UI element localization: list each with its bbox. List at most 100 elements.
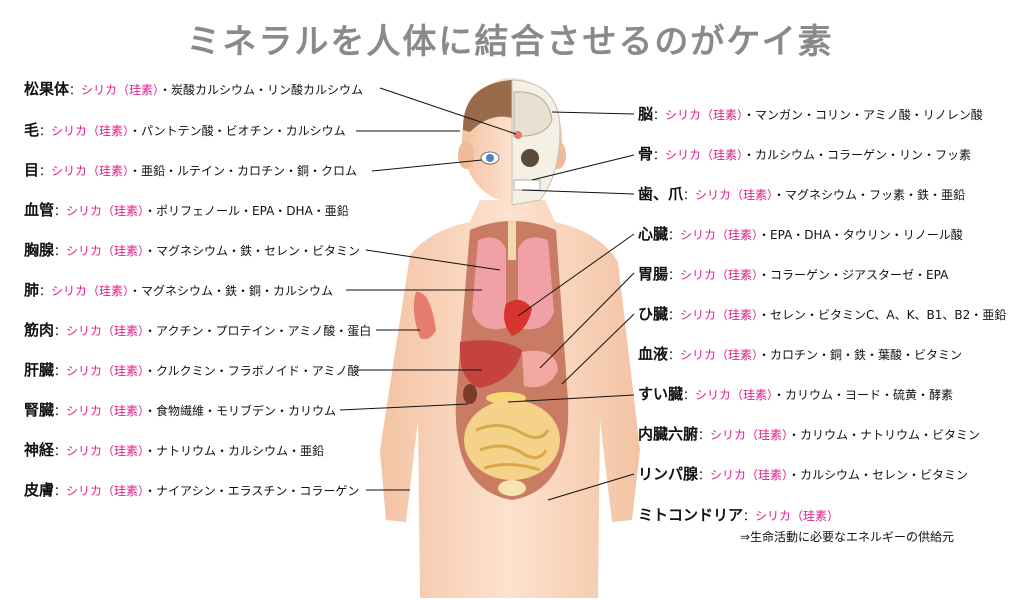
silica-label: シリカ（珪素） [66, 364, 145, 378]
intestines [464, 400, 560, 480]
minerals-list: ・ナイアシン・エラスチン・コラーゲン [144, 484, 360, 498]
organ-name: すい臓 [638, 385, 684, 403]
silica-label: シリカ（珪素） [665, 148, 744, 162]
separator: ： [54, 444, 67, 458]
left-item-blood-vessel: 血管：シリカ（珪素）・ポリフェノール・EPA・DHA・亜鉛 [24, 201, 349, 220]
right-item-heart: 心臓：シリカ（珪素）・EPA・DHA・タウリン・リノール酸 [638, 225, 963, 244]
pineal-gland [514, 131, 522, 139]
organ-name: 内臓六腑 [638, 425, 699, 443]
right-item-mitochondria: ミトコンドリア：シリカ（珪素） [638, 506, 839, 525]
left-item-hair: 毛：シリカ（珪素）・パントテン酸・ビオチン・カルシウム [24, 121, 346, 140]
minerals-list: ・カリウム・ナトリウム・ビタミン [788, 428, 981, 442]
right-item-pancreas: すい臓：シリカ（珪素）・カリウム・ヨード・硫黄・酵素 [638, 385, 953, 404]
separator: ： [39, 284, 52, 298]
organ-name: 皮膚 [24, 481, 55, 499]
right-item-brain: 脳：シリカ（珪素）・マンガン・コリン・アミノ酸・リノレン酸 [638, 105, 983, 124]
minerals-list: ・マンガン・コリン・アミノ酸・リノレン酸 [743, 108, 983, 122]
mitochondria-note: ⇒生命活動に必要なエネルギーの供給元 [740, 530, 955, 544]
organ-name: 心臓 [638, 225, 669, 243]
liver [459, 340, 522, 388]
silica-label: シリカ（珪素） [66, 484, 145, 498]
left-item-lung: 肺：シリカ（珪素）・マグネシウム・鉄・銅・カルシウム [24, 281, 333, 300]
leader-lines [339, 87, 635, 501]
minerals-list: ・セレン・ビタミンC、A、K、B1、B2・亜鉛 [758, 308, 1007, 322]
separator: ： [698, 428, 711, 442]
separator: ： [668, 308, 681, 322]
left-item-thymus: 胸腺：シリカ（珪素）・マグネシウム・鉄・セレン・ビタミン [24, 241, 360, 260]
separator: ： [683, 188, 696, 202]
left-item-skin: 皮膚：シリカ（珪素）・ナイアシン・エラスチン・コラーゲン [24, 481, 359, 500]
silica-label: シリカ（珪素） [51, 124, 130, 138]
minerals-list: ・クルクミン・フラボノイド・アミノ酸 [144, 364, 360, 378]
organ-name: 腎臓 [24, 401, 55, 419]
silica-label: シリカ（珪素） [66, 204, 145, 218]
silica-label: シリカ（珪素） [695, 388, 774, 402]
separator: ： [39, 124, 52, 138]
minerals-list: ・カルシウム・セレン・ビタミン [788, 468, 969, 482]
minerals-list: ・EPA・DHA・タウリン・リノール酸 [758, 228, 963, 242]
minerals-list: ・ポリフェノール・EPA・DHA・亜鉛 [144, 204, 349, 218]
hair [462, 80, 512, 132]
right-item-teeth-nails: 歯、爪：シリカ（珪素）・マグネシウム・フッ素・鉄・亜鉛 [638, 185, 965, 204]
separator: ： [743, 509, 756, 523]
silica-label: シリカ（珪素） [680, 228, 759, 242]
left-item-muscle: 筋肉：シリカ（珪素）・アクチン・プロテイン・アミノ酸・蛋白 [24, 321, 371, 340]
organ-name: 松果体 [24, 80, 70, 98]
organ-name: 胃腸 [638, 265, 669, 283]
silica-label: シリカ（珪素） [755, 509, 840, 523]
arm-muscle [413, 291, 436, 339]
silica-label: シリカ（珪素） [81, 83, 160, 97]
minerals-list: ・亜鉛・ルテイン・カロチン・銅・クロム [129, 164, 358, 178]
organ-name: リンパ腺 [638, 465, 699, 483]
minerals-list: ・カロチン・銅・鉄・葉酸・ビタミン [758, 348, 963, 362]
left-item-nerve: 神経：シリカ（珪素）・ナトリウム・カルシウム・亜鉛 [24, 441, 324, 460]
separator: ： [54, 204, 67, 218]
kidney [463, 384, 477, 404]
separator: ： [653, 108, 666, 122]
organ-name: 胸腺 [24, 241, 55, 259]
minerals-list: ・パントテン酸・ビオチン・カルシウム [129, 124, 346, 138]
separator: ： [668, 228, 681, 242]
bladder [498, 480, 526, 496]
organ-name: 肝臓 [24, 361, 55, 379]
right-item-blood: 血液：シリカ（珪素）・カロチン・銅・鉄・葉酸・ビタミン [638, 345, 962, 364]
organ-name: 骨 [638, 145, 654, 163]
separator: ： [69, 83, 82, 97]
eye-socket [521, 149, 539, 167]
right-item-lymph: リンパ腺：シリカ（珪素）・カルシウム・セレン・ビタミン [638, 465, 968, 484]
minerals-list: ・マグネシウム・フッ素・鉄・亜鉛 [773, 188, 966, 202]
minerals-list: ・マグネシウム・鉄・銅・カルシウム [129, 284, 334, 298]
silica-label: シリカ（珪素） [710, 468, 789, 482]
teeth [513, 179, 541, 191]
separator: ： [668, 348, 681, 362]
silica-label: シリカ（珪素） [680, 348, 759, 362]
separator: ： [54, 324, 67, 338]
right-item-internal-organs: 内臓六腑：シリカ（珪素）・カリウム・ナトリウム・ビタミン [638, 425, 980, 444]
right-item-spleen: ひ臓：シリカ（珪素）・セレン・ビタミンC、A、K、B1、B2・亜鉛 [638, 305, 1006, 324]
silica-label: シリカ（珪素） [695, 188, 774, 202]
minerals-list: ・コラーゲン・ジアスターゼ・EPA [758, 268, 949, 282]
silica-label: シリカ（珪素） [66, 324, 145, 338]
left-item-eye: 目：シリカ（珪素）・亜鉛・ルテイン・カロチン・銅・クロム [24, 161, 357, 180]
trachea [508, 220, 516, 260]
lung-left [472, 237, 506, 330]
separator: ： [54, 364, 67, 378]
minerals-list: ・アクチン・プロテイン・アミノ酸・蛋白 [144, 324, 372, 338]
organ-name: 目 [24, 161, 40, 179]
organ-name: 血液 [638, 345, 669, 363]
minerals-list: ・食物繊維・モリブデン・カリウム [144, 404, 337, 418]
silica-label: シリカ（珪素） [710, 428, 789, 442]
organ-name: 神経 [24, 441, 55, 459]
stomach [522, 350, 558, 388]
separator: ： [54, 244, 67, 258]
organ-name: ひ臓 [638, 305, 669, 323]
silica-label: シリカ（珪素） [51, 284, 130, 298]
separator: ： [54, 484, 67, 498]
silica-label: シリカ（珪素） [51, 164, 130, 178]
left-item-liver: 肝臓：シリカ（珪素）・クルクミン・フラボノイド・アミノ酸 [24, 361, 359, 380]
page-title: ミネラルを人体に結合させるのがケイ素 [186, 22, 834, 62]
organ-name: 血管 [24, 201, 55, 219]
separator: ： [54, 404, 67, 418]
right-item-gastrointestinal: 胃腸：シリカ（珪素）・コラーゲン・ジアスターゼ・EPA [638, 265, 948, 284]
